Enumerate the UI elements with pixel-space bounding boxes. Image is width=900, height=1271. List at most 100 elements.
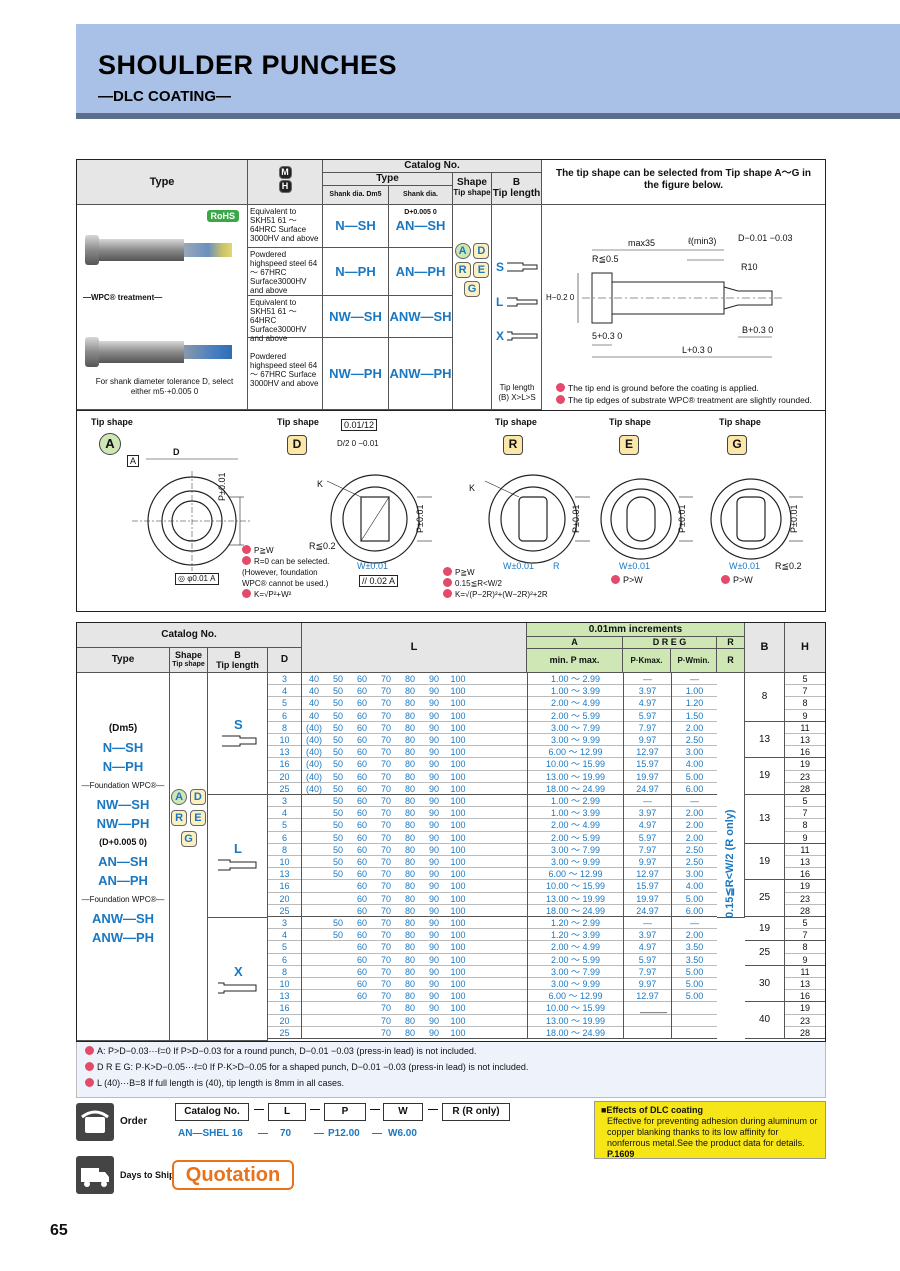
value-cell: 2.00 bbox=[671, 929, 717, 942]
tip-a-p: P±0.01 bbox=[217, 472, 227, 501]
value-cell: 3.50 bbox=[671, 941, 717, 954]
dimension-drawing: max35 ℓ(min3) D−0.01 −0.03 R≦0.5 R10 H−0… bbox=[542, 205, 825, 410]
l-cell: 90 bbox=[428, 796, 439, 806]
spec-tip-s-icon bbox=[222, 735, 257, 747]
l-cell: 100 bbox=[450, 832, 466, 843]
l-cell: 100 bbox=[450, 820, 466, 831]
l-cell: 60 bbox=[356, 869, 367, 880]
spec-note-3: L (40)⋯B=8 If full length is (40), tip l… bbox=[85, 1078, 344, 1089]
value-cell: 5.97 bbox=[623, 709, 671, 722]
tip-s-label: S bbox=[496, 260, 505, 274]
l-cell: 70 bbox=[380, 710, 391, 721]
l-cell: 50 bbox=[332, 869, 343, 880]
spec-type-9: —Foundation WPC®— bbox=[81, 895, 165, 904]
value-cell: 5.00 bbox=[671, 990, 717, 1003]
order-field-catalog: Catalog No. bbox=[175, 1103, 249, 1121]
l-cell: 70 bbox=[380, 1015, 391, 1026]
h-cell: 9 bbox=[785, 954, 825, 966]
truck-icon bbox=[81, 1168, 109, 1187]
value-cell: 4.97 bbox=[623, 941, 671, 954]
l-cell: 90 bbox=[428, 905, 439, 916]
l-cell: 60 bbox=[356, 759, 367, 770]
l-cell: 70 bbox=[380, 686, 391, 697]
value-cell: 5.00 bbox=[671, 965, 717, 978]
l-cell: 70 bbox=[380, 698, 391, 709]
h-cell: 19 bbox=[785, 1002, 825, 1015]
l-cell: 100 bbox=[450, 881, 466, 892]
d-cell: 5 bbox=[268, 941, 302, 954]
l-cell: 70 bbox=[380, 844, 391, 855]
b-cell: 8 bbox=[745, 673, 785, 722]
l-cell: 80 bbox=[404, 783, 415, 794]
l-cell: 70 bbox=[380, 869, 391, 880]
value-cell: 4.00 bbox=[671, 880, 717, 893]
l-cell: 100 bbox=[450, 893, 466, 904]
tip-select-note: The tip shape can be selected from Tip s… bbox=[542, 160, 825, 205]
value-cell: 2.00 ～ 4.99 bbox=[527, 697, 623, 710]
drawing-note-1: The tip end is ground before the coating… bbox=[556, 383, 759, 393]
d-cell: 13 bbox=[268, 990, 302, 1003]
l-cell: 80 bbox=[404, 832, 415, 843]
tip-l-icon bbox=[507, 297, 538, 307]
spec-catalog-header: Catalog No. bbox=[77, 623, 302, 648]
h-cell: 5 bbox=[785, 795, 825, 808]
phone-icon bbox=[81, 1110, 109, 1133]
page-number: 65 bbox=[50, 1222, 68, 1239]
value-cell: 9.97 bbox=[623, 734, 671, 747]
d-cell: 10 bbox=[268, 856, 302, 869]
value-cell: 9.97 bbox=[623, 978, 671, 991]
d-cell: 25 bbox=[268, 904, 302, 917]
spec-h-header: H bbox=[785, 623, 825, 673]
type-header: Type bbox=[77, 160, 248, 205]
tip-shape-label-g: Tip shape bbox=[719, 417, 761, 427]
tip-length-note: Tip length (B) X>L>S bbox=[498, 383, 536, 402]
l-cell: 90 bbox=[428, 1015, 439, 1026]
shape-a-badge: A bbox=[454, 243, 471, 259]
value-cell: 15.97 bbox=[623, 880, 671, 893]
l-cell: 80 bbox=[404, 735, 415, 745]
b-cell: 19 bbox=[745, 758, 785, 795]
l-cell: 80 bbox=[404, 747, 415, 758]
value-cell: 4.00 bbox=[671, 758, 717, 771]
effects-ref[interactable]: P.1609 bbox=[607, 1149, 635, 1159]
dim-r05: R≦0.5 bbox=[592, 254, 619, 264]
l-cell: 60 bbox=[356, 747, 367, 758]
spec-type-6: (D+0.005 0) bbox=[99, 837, 147, 847]
value-cell: 2.50 bbox=[671, 843, 717, 856]
tip-shape-panel: Tip shape A D A P±0.01 ◎ φ0.01 A Tip sha… bbox=[76, 410, 826, 612]
h-cell: 7 bbox=[785, 685, 825, 698]
order-example-sep-2: — bbox=[314, 1128, 324, 1139]
tip-l-label: L bbox=[496, 295, 504, 309]
truck-icon-box bbox=[76, 1156, 114, 1194]
tip-g-w: W±0.01 bbox=[729, 561, 760, 571]
h-cell: 8 bbox=[785, 941, 825, 954]
rohs-badge: RoHS bbox=[206, 210, 239, 222]
value-cell: 5.00 bbox=[671, 978, 717, 991]
d-cell: 6 bbox=[268, 953, 302, 966]
tip-d-w: W±0.01 bbox=[357, 561, 388, 571]
value-cell: 3.97 bbox=[623, 685, 671, 698]
spec-shape-a: A bbox=[171, 789, 188, 805]
spec-table: Catalog No. L 0.01mm increments B H Type… bbox=[76, 622, 826, 1042]
value-cell: 2.00 ～ 4.99 bbox=[527, 941, 623, 954]
spec-tip-label: B bbox=[234, 650, 241, 660]
d-cell: 16 bbox=[268, 880, 302, 893]
spec-type-3: —Foundation WPC®— bbox=[81, 781, 165, 790]
tip-icon bbox=[443, 567, 452, 576]
l-cell: 50 bbox=[332, 783, 343, 794]
value-cell: 12.97 bbox=[623, 868, 671, 881]
value-cell: 6.00 bbox=[671, 904, 717, 917]
l-cell: 80 bbox=[404, 905, 415, 916]
l-cell: 60 bbox=[356, 771, 367, 782]
h-cell: 7 bbox=[785, 929, 825, 942]
l-cell: 60 bbox=[356, 735, 367, 745]
l-cell: 40 bbox=[308, 698, 319, 709]
spec-shape-d: D bbox=[189, 789, 206, 805]
l-cell: 60 bbox=[356, 966, 367, 977]
